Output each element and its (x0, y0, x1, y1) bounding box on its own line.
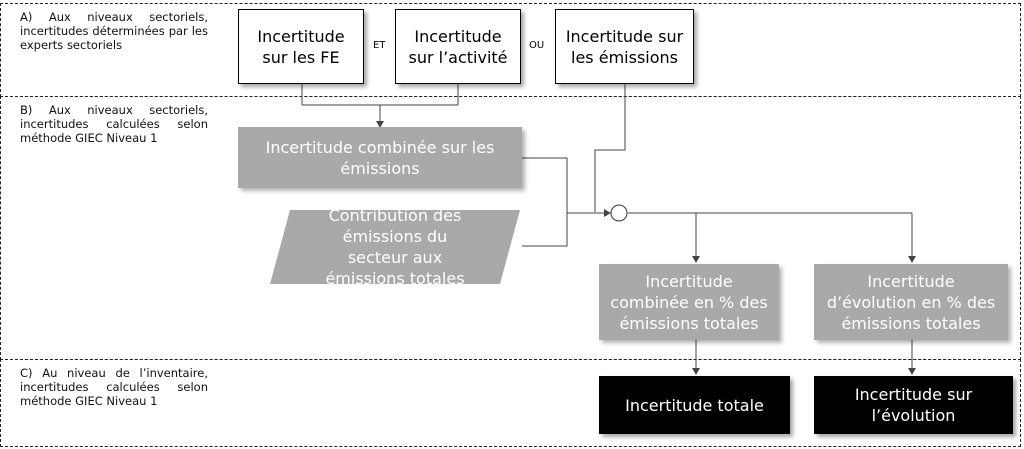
box-incertitude-combinee-pct: Incertitude combinée en % des émissions … (599, 264, 779, 340)
box-contribution-text: Contribution des émissions du secteur au… (325, 206, 465, 288)
contribution-parallelogram (270, 210, 520, 284)
box-incertitude-emissions: Incertitude sur les émissions (555, 9, 694, 84)
line-combinee-right (522, 157, 568, 247)
box-incertitude-evolution: Incertitude sur l’évolution (814, 376, 1013, 434)
line-emissions-down (594, 84, 626, 212)
junction-circle (610, 204, 628, 222)
box-incertitude-totale: Incertitude totale (599, 376, 790, 434)
connector-ou: OU (529, 40, 545, 51)
section-c-label: C) Au niveau de l’inventaire, incertitud… (20, 366, 208, 408)
section-a-label: A) Aux niveaux sectoriels, incertitudes … (20, 10, 208, 52)
box-incertitude-fe: Incertitude sur les FE (238, 9, 364, 84)
box-incertitude-evolution-pct: Incertitude d’évolution en % des émissio… (814, 264, 1008, 340)
section-b-label: B) Aux niveaux sectoriels, incertitudes … (20, 103, 208, 145)
box-incertitude-combinee-emissions: Incertitude combinée sur les émissions (238, 127, 522, 188)
box-incertitude-activite: Incertitude sur l’activité (395, 9, 521, 84)
section-c-band (0, 359, 1021, 447)
connector-et: ET (373, 40, 386, 51)
